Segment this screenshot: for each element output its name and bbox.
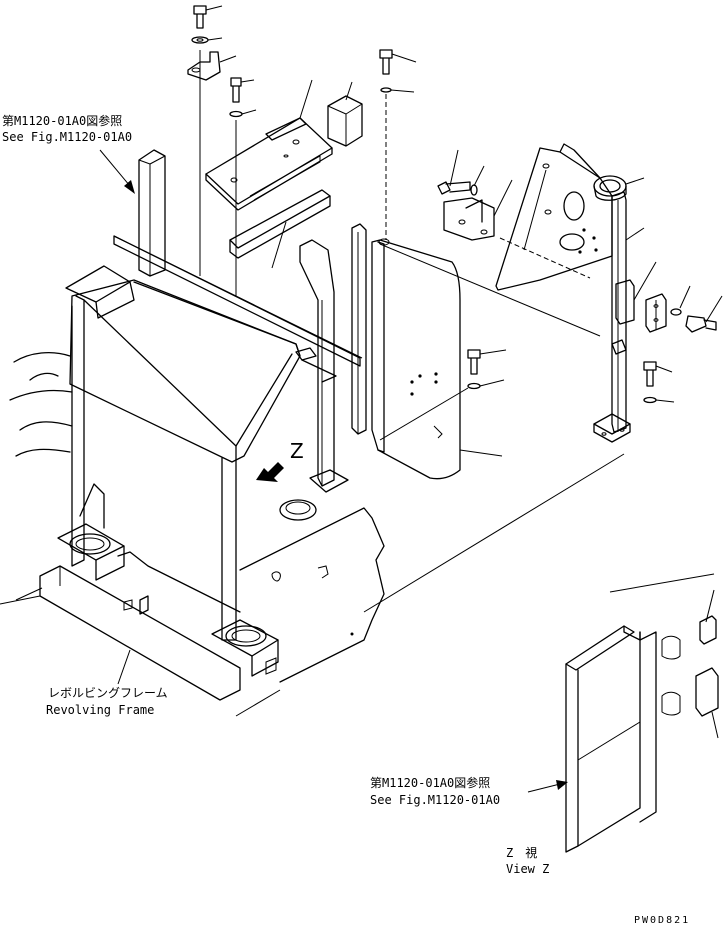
revolving-frame-base [39, 483, 279, 701]
top-ref-en: See Fig.M1120-01A0 [2, 130, 132, 144]
seal-rail [351, 223, 367, 435]
bolt-top-left [193, 5, 223, 29]
drawing-code: PW0D821 [634, 915, 690, 926]
leader-arrow-bottom-ref [527, 780, 568, 793]
bolt-right-lower [643, 361, 675, 404]
mounting-plate [205, 79, 333, 211]
post-hinge [611, 261, 657, 355]
bolt-center-small [229, 77, 257, 118]
cross-beam [113, 235, 361, 383]
view-z-en: View Z [506, 862, 549, 876]
hinge-bracket [443, 179, 513, 241]
post-right [593, 191, 645, 443]
left-housing [9, 351, 73, 601]
hinge-bolt-right [685, 295, 723, 333]
grommet [593, 175, 645, 201]
bracket-top-left [187, 51, 237, 81]
leader-arrow-top-ref [99, 149, 135, 194]
radiator-guard [65, 265, 301, 641]
top-ref-jp: 第M1120-01A0図参照 [2, 113, 122, 128]
deck-outline [239, 507, 385, 683]
bottom-ref-jp: 第M1120-01A0図参照 [370, 775, 490, 790]
frame-post-right [299, 239, 349, 493]
frame-label-jp: レボルビングフレーム [48, 686, 168, 700]
bolt-center-tall [379, 49, 417, 240]
deck-opening [279, 499, 317, 521]
frame-leader [0, 595, 281, 717]
seal-strip [229, 189, 331, 269]
frame-label-en: Revolving Frame [46, 703, 154, 717]
hinge-bolt [437, 149, 485, 196]
frame-guide-lines [113, 50, 625, 613]
rubber-pad [327, 81, 363, 147]
hinge-washer [670, 285, 691, 316]
washer-top-left [191, 36, 223, 44]
view-z-marker: Z [290, 439, 304, 463]
view-z-arrow [256, 462, 284, 482]
view-z-jp: Z 視 [506, 845, 537, 860]
post-left [138, 149, 166, 277]
bottom-ref-en: See Fig.M1120-01A0 [370, 793, 500, 807]
side-door-panel [371, 238, 503, 480]
rear-frame-plate [495, 143, 613, 291]
hinge-leaf [645, 293, 667, 333]
bolt-door [379, 349, 507, 441]
view-z-detail [565, 573, 719, 853]
